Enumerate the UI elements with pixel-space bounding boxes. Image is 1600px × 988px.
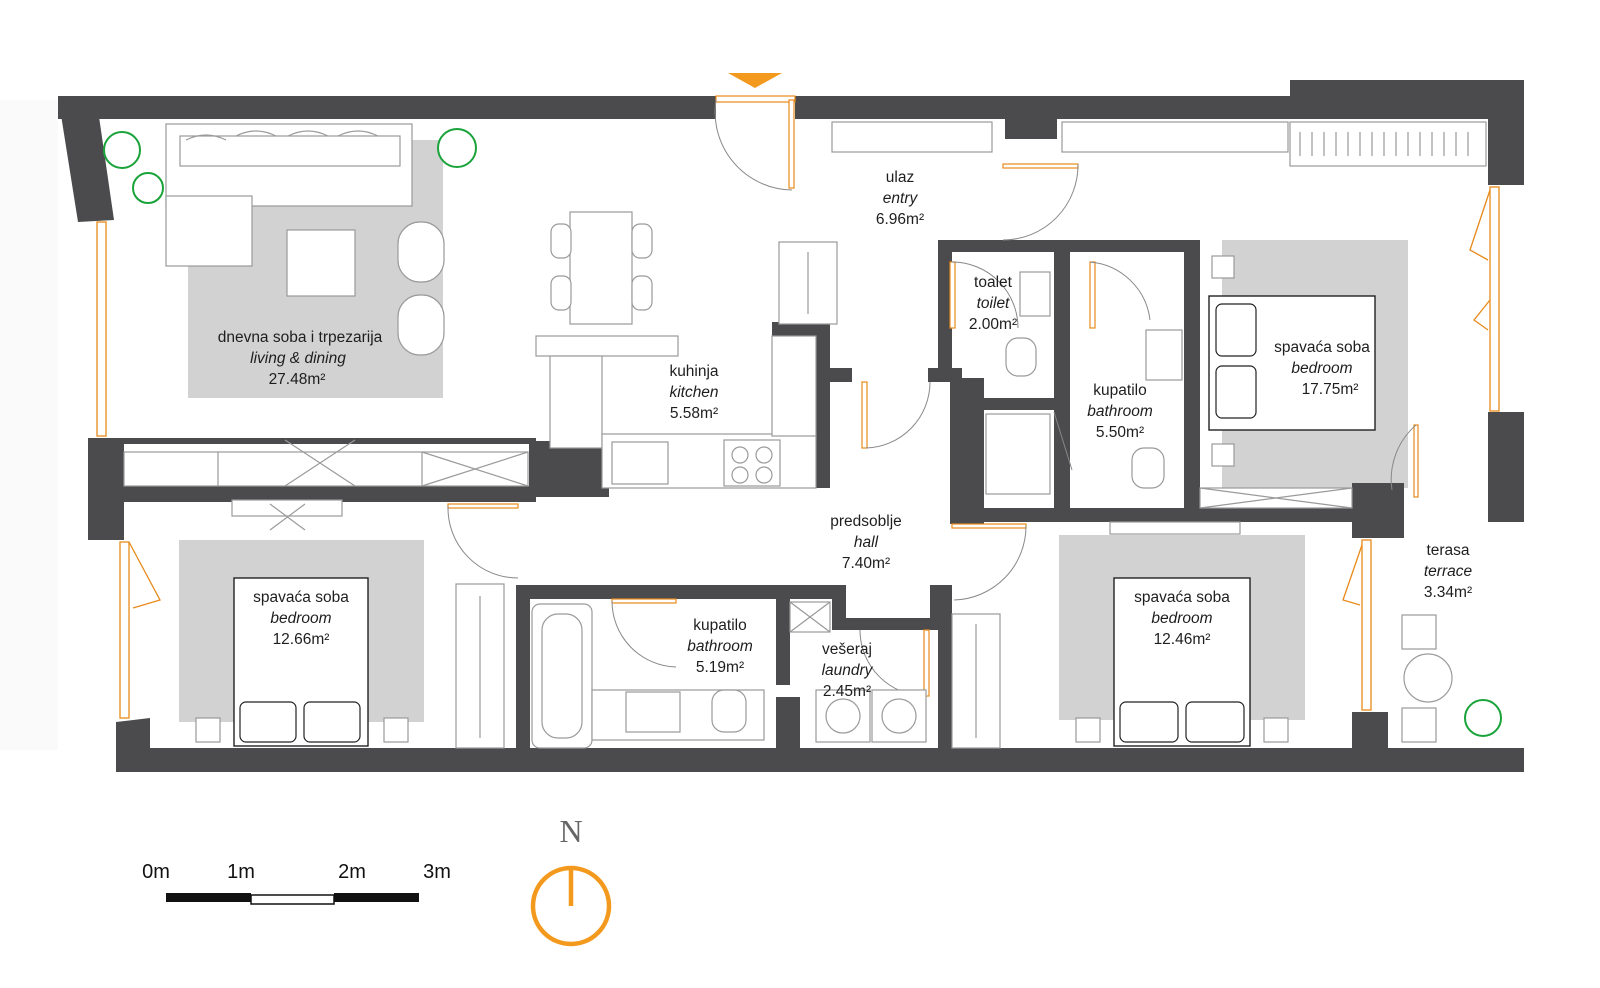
bed3-area: 12.46m² (1154, 631, 1211, 648)
room-labels: dnevna soba i trpezarija living & dining… (218, 169, 1473, 700)
bath2-area: 5.19m² (696, 659, 744, 676)
living-name: dnevna soba i trpezarija (218, 329, 383, 346)
kitchen-area: 5.58m² (670, 405, 718, 422)
bed3-name-en: bedroom (1151, 610, 1212, 627)
kitchen-furniture (535, 241, 838, 489)
wardrobes (455, 121, 1487, 749)
bath1-toilet (1131, 447, 1165, 489)
plant-icon (132, 172, 164, 204)
scale-label-0: 0m (142, 861, 170, 883)
windows (96, 186, 1500, 719)
compass-label: N (559, 813, 582, 849)
kitchen-name: kuhinja (669, 363, 718, 380)
living-area: 27.48m² (269, 371, 326, 388)
plant-icon (437, 128, 477, 168)
laundry-area: 2.45m² (823, 683, 871, 700)
bath1-name-en: bathroom (1087, 403, 1153, 420)
dining-table (569, 211, 633, 325)
bed1-area: 17.75m² (1302, 381, 1359, 398)
bed2-area: 12.66m² (273, 631, 330, 648)
entry-area: 6.96m² (876, 211, 924, 228)
doors (447, 95, 1419, 697)
coffee-table (286, 229, 356, 297)
sanitary-fixtures (531, 271, 1183, 749)
dryer (871, 689, 927, 743)
bath2-toilet (711, 689, 747, 733)
kitchen-name-en: kitchen (669, 384, 718, 401)
entry-name: ulaz (886, 169, 914, 186)
toilet-sink (1019, 271, 1051, 317)
window-left-living (96, 221, 107, 437)
entry-name-en: entry (883, 190, 919, 207)
window-left-bedroom (119, 541, 130, 719)
exterior-ground (0, 100, 58, 750)
beds (195, 255, 1376, 747)
bath1-name: kupatilo (1093, 382, 1146, 399)
bed1-name: spavaća soba (1274, 339, 1370, 356)
hall-name-en: hall (854, 534, 879, 551)
cooktop (723, 439, 781, 487)
armchair-1 (397, 221, 445, 283)
wc-toilet (1005, 337, 1037, 377)
living-furniture (103, 123, 653, 531)
scale-label-1: 1m (227, 861, 255, 883)
terrace-name-en: terrace (1424, 563, 1473, 580)
bed3-name: spavaća soba (1134, 589, 1230, 606)
entrance-marker-icon (728, 73, 782, 88)
plant-icon (1464, 699, 1502, 737)
north-compass-icon: N (530, 813, 612, 947)
armchair-2 (397, 294, 445, 356)
plant-icon (103, 131, 141, 169)
scale-label-2: 2m (338, 861, 366, 883)
bath2-name: kupatilo (693, 617, 746, 634)
bed2-name: spavaća soba (253, 589, 349, 606)
laundry-name: vešeraj (822, 641, 872, 658)
toilet-name-en: toilet (977, 295, 1010, 312)
walls (58, 80, 1524, 772)
sink (611, 441, 669, 485)
bath1-sink (1145, 329, 1183, 381)
terrace-area: 3.34m² (1424, 584, 1472, 601)
bath1-area: 5.50m² (1096, 424, 1144, 441)
window-right-bedroom (1489, 186, 1500, 412)
bath2-name-en: bathroom (687, 638, 753, 655)
scale-label-3: 3m (423, 861, 451, 883)
toilet-name: toalet (974, 274, 1013, 291)
window-terrace (1361, 539, 1372, 711)
toilet-area: 2.00m² (969, 316, 1017, 333)
tv-cabinet (123, 451, 529, 487)
living-name-en: living & dining (250, 350, 346, 367)
hall-area: 7.40m² (842, 555, 890, 572)
bed1-name-en: bedroom (1291, 360, 1352, 377)
bathtub (531, 603, 593, 749)
bath2-sink (625, 691, 681, 733)
scale-bar: 0m 1m 2m 3m (142, 861, 451, 905)
hall-name: predsoblje (830, 513, 902, 530)
bed2-name-en: bedroom (270, 610, 331, 627)
terrace-name: terasa (1426, 542, 1469, 559)
terrace-furniture (1401, 614, 1502, 743)
laundry-name-en: laundry (822, 662, 874, 679)
